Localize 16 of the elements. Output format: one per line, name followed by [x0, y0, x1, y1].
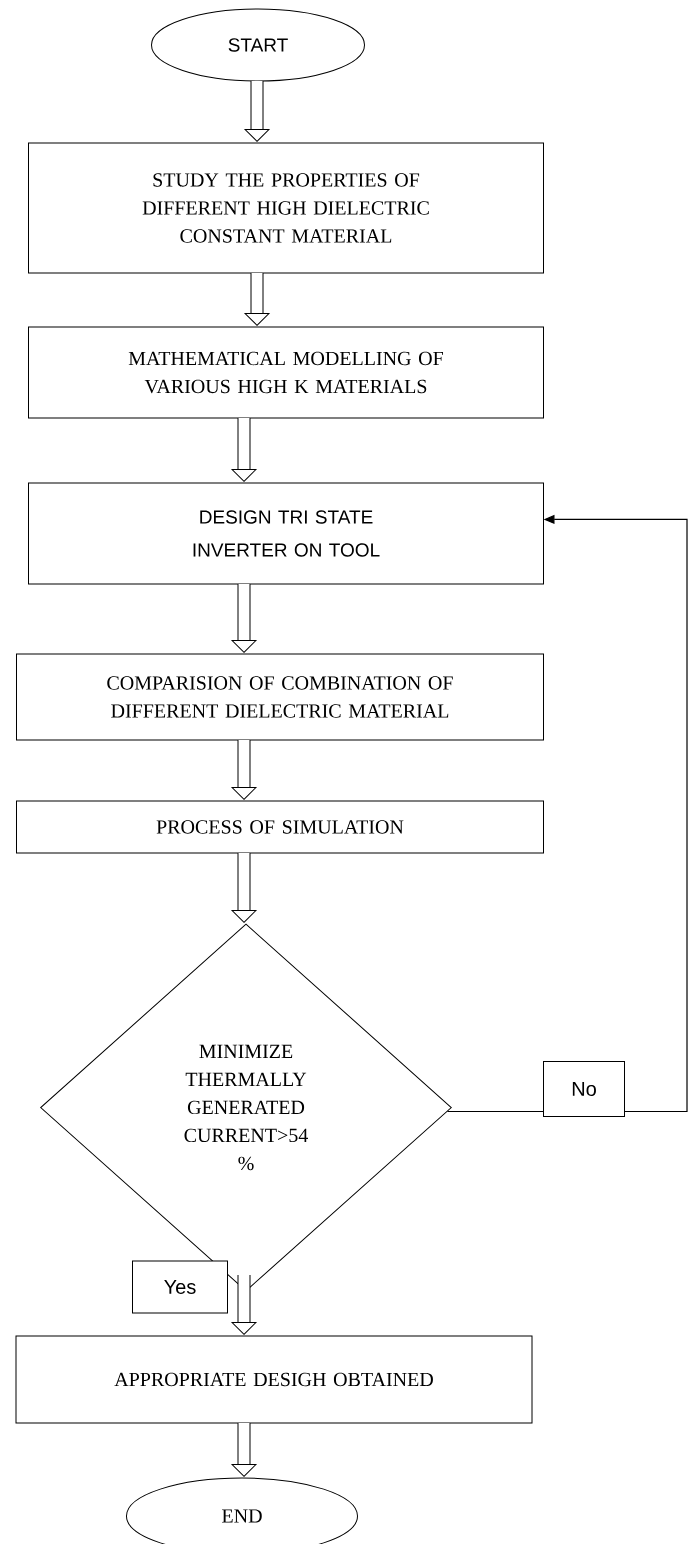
edge-label: Yes — [132, 1260, 228, 1314]
block-arrow — [231, 584, 257, 653]
process-box: MATHEMATICAL MODELLING OF VARIOUS HIGH K MATERIALS — [28, 326, 544, 419]
process-box: PROCESS OF SIMULATION — [16, 800, 544, 854]
block-arrow — [231, 1275, 257, 1335]
edge-label: No — [543, 1061, 625, 1117]
block-arrow — [231, 740, 257, 800]
block-arrow — [231, 1423, 257, 1477]
process-box: COMPARISION OF COMBINATION OF DIFFERENT DIELECTRIC MATERIAL — [16, 653, 544, 741]
process-box: STUDY THE PROPERTIES OF DIFFERENT HIGH DIELECTRIC CONSTANT MATERIAL — [28, 142, 544, 274]
block-arrow — [244, 81, 270, 142]
block-arrow — [244, 273, 270, 326]
process-box: DESIGN TRI STATE INVERTER ON TOOL — [28, 482, 544, 585]
block-arrow — [231, 853, 257, 923]
block-arrow — [231, 418, 257, 482]
process-box: APPROPRIATE DESIGH OBTAINED — [15, 1335, 533, 1424]
